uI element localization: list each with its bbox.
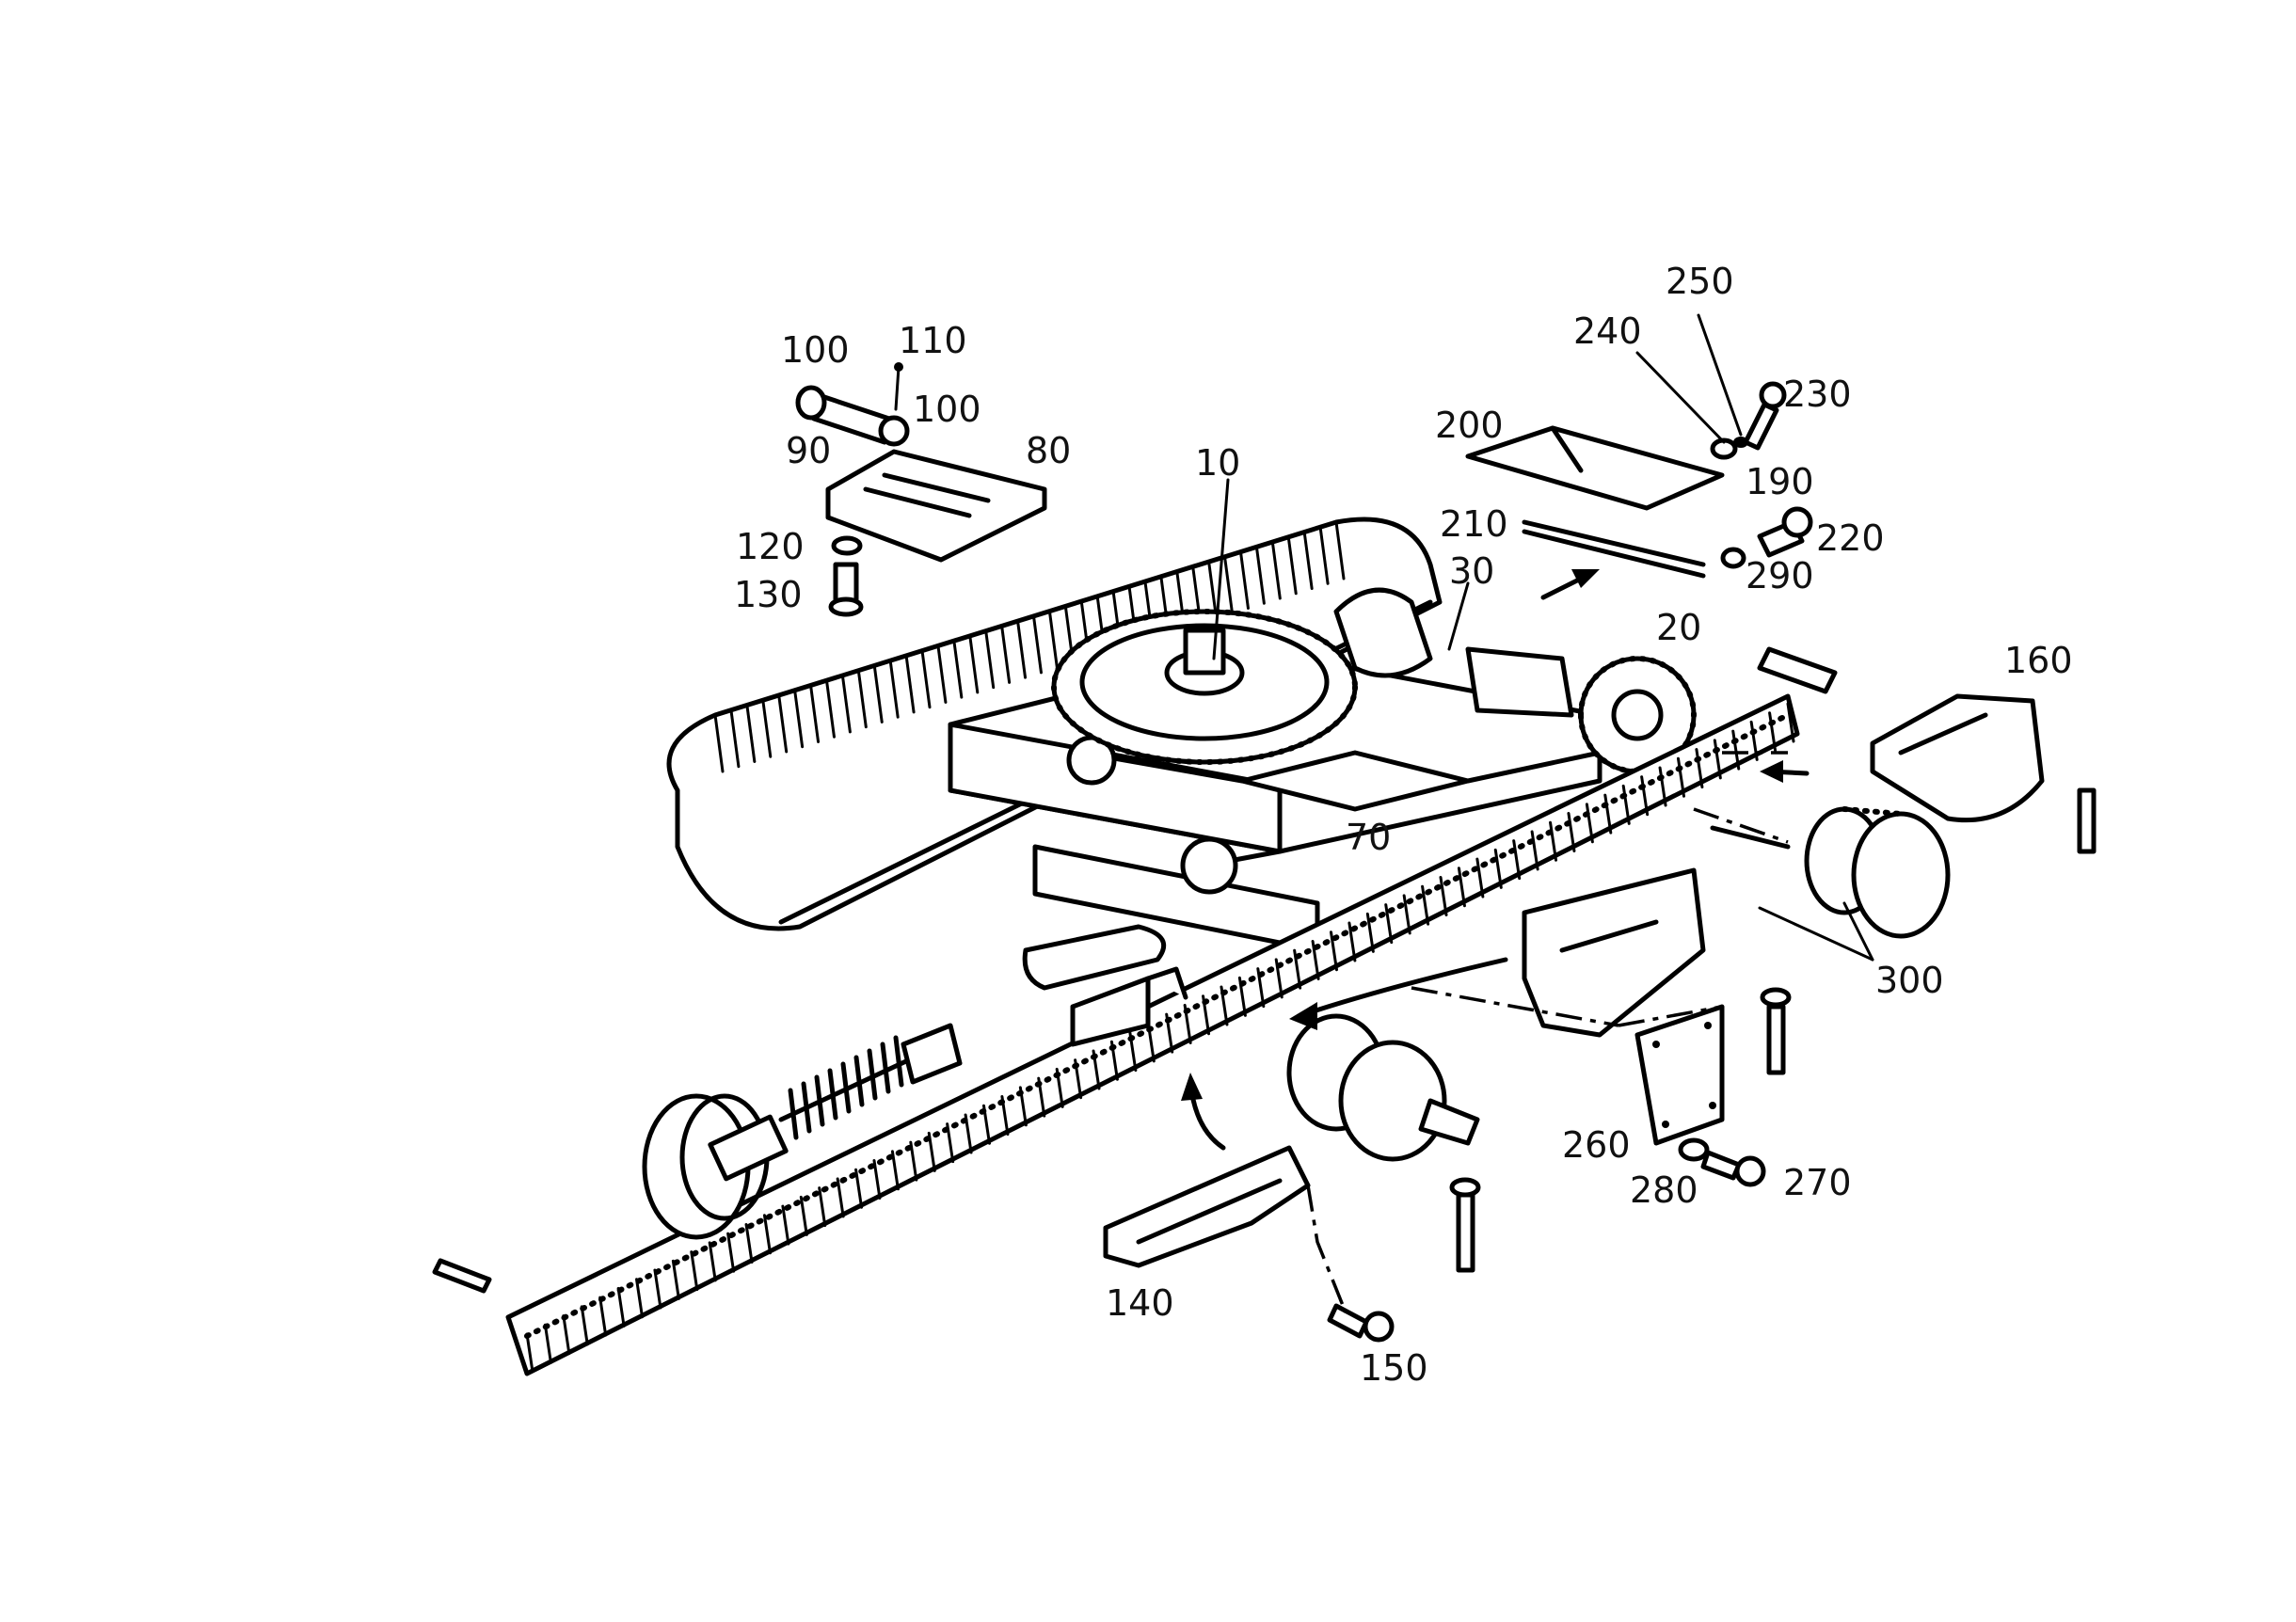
front-track-assembly [505, 693, 1800, 1376]
label-120: 120 [736, 526, 805, 567]
roller-guard [1522, 867, 1792, 1075]
idler-wheel [642, 1093, 789, 1240]
label-160: 160 [2004, 640, 2073, 681]
track-tensioner-spring [778, 1023, 963, 1140]
track-guide-plates [1022, 924, 1188, 1047]
label-210: 210 [1440, 503, 1508, 545]
label-20: 20 [1656, 607, 1701, 648]
assembly-arrows [1181, 569, 1810, 1151]
label-30: 30 [1449, 550, 1494, 592]
label-150: 150 [1360, 1347, 1428, 1389]
travel-motor [1333, 587, 1574, 718]
lower-track-roller [1286, 1013, 1481, 1273]
label-240: 240 [1573, 310, 1642, 352]
washer-290 [1720, 547, 1746, 569]
washers-240-250 [1710, 437, 1748, 460]
rail-210 [1522, 519, 1706, 579]
part-number-labels: 10 20 30 70 80 90 100 100 110 120 130 14… [734, 261, 2073, 1389]
slewing-ring [1051, 609, 1358, 765]
washer-120 [831, 535, 863, 556]
pin-small [432, 1258, 492, 1294]
label-100-left: 100 [781, 329, 850, 371]
label-270: 270 [1783, 1162, 1852, 1203]
label-220: 220 [1816, 517, 1885, 559]
label-130: 130 [734, 574, 803, 615]
cover-plate-260 [1634, 1004, 1725, 1146]
assembly-lines [1306, 751, 1789, 1313]
label-110: 110 [899, 320, 967, 361]
label-100-right: 100 [913, 389, 981, 430]
bolt-230 [1743, 381, 1787, 451]
washer-280 [1678, 1137, 1710, 1162]
bolt-220 [1757, 506, 1813, 558]
label-260: 260 [1562, 1124, 1631, 1166]
bolt-130 [828, 562, 864, 617]
guard-140 [1103, 1145, 1311, 1268]
label-10: 10 [1195, 442, 1240, 484]
leader-lines [1212, 313, 1874, 962]
label-250: 250 [1666, 261, 1734, 302]
bolt-150 [1327, 1303, 1395, 1343]
label-300: 300 [1875, 960, 1944, 1001]
track-roller-300 [1710, 806, 1951, 939]
bolt-270 [1700, 1150, 1766, 1187]
label-70: 70 [1346, 817, 1391, 858]
label-140: 140 [1106, 1282, 1174, 1324]
label-290: 290 [1746, 555, 1814, 596]
label-280: 280 [1630, 1169, 1698, 1211]
track-guard-160 [1757, 646, 2097, 854]
cover-plate-200 [1465, 425, 1725, 511]
label-90: 90 [786, 430, 831, 471]
label-80: 80 [1026, 430, 1071, 471]
label-200: 200 [1435, 405, 1504, 446]
label-230: 230 [1783, 374, 1852, 415]
cover-plate-80 [825, 449, 1047, 563]
pin-90 [795, 362, 910, 447]
label-190: 190 [1746, 461, 1814, 502]
